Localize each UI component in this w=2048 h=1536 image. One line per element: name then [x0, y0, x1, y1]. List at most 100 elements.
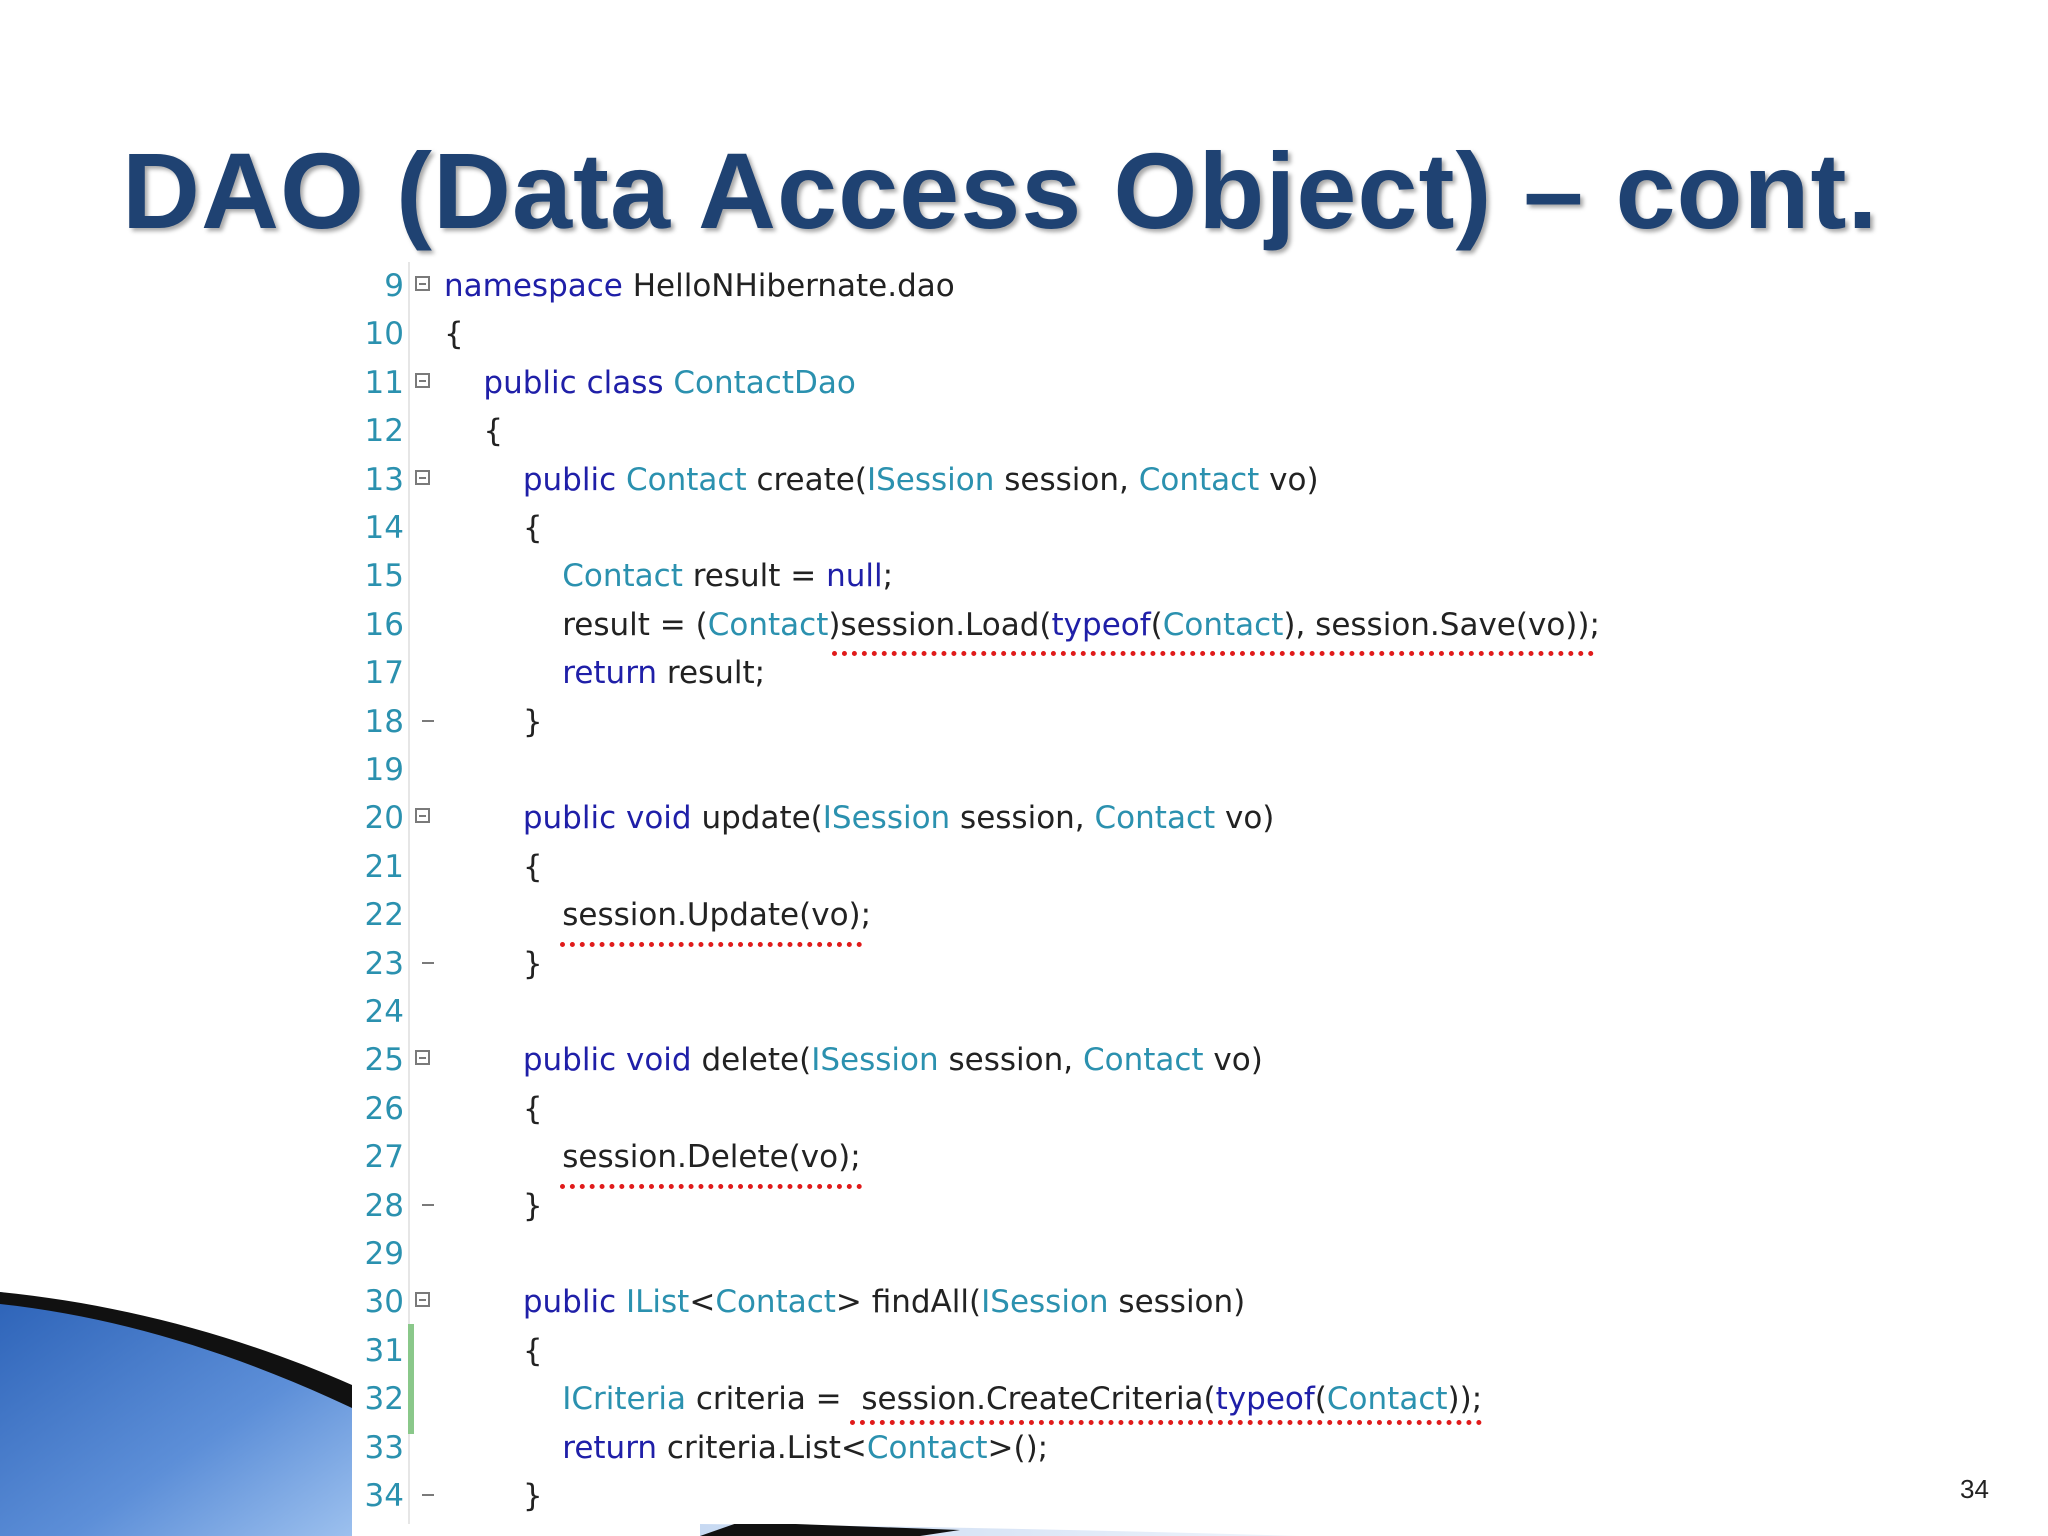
- code-line: 31 {: [352, 1327, 1830, 1375]
- highlight-underline-create-criteria: [850, 1420, 1482, 1425]
- code-token: }: [444, 945, 543, 982]
- code-token: {: [444, 1332, 543, 1369]
- line-number: 31: [364, 1332, 404, 1369]
- line-number: 25: [364, 1042, 404, 1079]
- line-number: 29: [364, 1236, 404, 1272]
- code-line: 30 public IList<Contact> findAll(ISessio…: [352, 1278, 1830, 1326]
- line-number: 24: [364, 994, 404, 1030]
- line-number: 16: [364, 606, 404, 643]
- type-token: ISession: [811, 1042, 939, 1079]
- keyword-token: return: [562, 655, 658, 692]
- slide-title: DAO (Data Access Object) – cont.: [122, 130, 1879, 251]
- code-token: {: [444, 510, 543, 546]
- code-line: 28 }: [352, 1182, 1830, 1230]
- code-token: [444, 462, 523, 498]
- line-number: 34: [364, 1478, 404, 1514]
- collapse-icon[interactable]: [415, 372, 430, 388]
- code-text: return criteria.List<Contact>();: [444, 1424, 1048, 1472]
- line-number: 14: [364, 510, 404, 546]
- code-line: 20 public void update(ISession session, …: [352, 794, 1830, 842]
- line-number: 33: [364, 1429, 404, 1466]
- line-number: 15: [364, 558, 404, 595]
- line-number: 13: [364, 461, 404, 498]
- code-token: <: [689, 1284, 716, 1321]
- gutter-divider: [408, 262, 410, 1524]
- code-line: 32 ICriteria criteria = session.CreateCr…: [352, 1375, 1830, 1423]
- code-token: update(: [691, 800, 823, 837]
- code-line: 26 {: [352, 1085, 1830, 1133]
- keyword-token: typeof: [1215, 1381, 1315, 1418]
- code-text: result = (Contact)session.Load(typeof(Co…: [444, 601, 1600, 649]
- code-token: result =: [682, 558, 827, 595]
- code-token: [444, 655, 562, 691]
- keyword-token: class: [586, 364, 664, 401]
- type-token: IList: [625, 1284, 690, 1321]
- type-token: Contact: [1094, 800, 1216, 837]
- code-token: [444, 558, 562, 594]
- keyword-token: public: [522, 1042, 617, 1079]
- code-line: 10 {: [352, 310, 1830, 358]
- code-token: result = (: [444, 606, 708, 643]
- code-token: }: [444, 1478, 543, 1514]
- code-token: ;: [882, 558, 894, 595]
- collapse-icon[interactable]: [415, 276, 430, 291]
- code-text: ICriteria criteria = session.CreateCrite…: [444, 1375, 1482, 1423]
- code-token: session): [1108, 1284, 1246, 1321]
- line-number: 22: [364, 897, 404, 934]
- line-number: 32: [364, 1381, 404, 1418]
- code-token: [616, 462, 626, 498]
- code-text: public void update(ISession session, Con…: [444, 794, 1275, 842]
- code-line: 18 }: [352, 698, 1830, 746]
- line-number: 28: [364, 1187, 404, 1224]
- code-text: }: [444, 1472, 543, 1520]
- code-token: {: [444, 316, 464, 353]
- code-line: 29: [352, 1230, 1830, 1278]
- code-line: 27 session.Delete(vo);: [352, 1133, 1830, 1181]
- code-token: (: [1314, 1381, 1327, 1418]
- code-line: 16 result = (Contact)session.Load(typeof…: [352, 601, 1830, 649]
- code-line: 14 {: [352, 504, 1830, 552]
- keyword-token: public: [522, 461, 617, 498]
- code-text: namespace HelloNHibernate.dao: [444, 262, 955, 310]
- code-text: Contact result = null;: [444, 552, 893, 600]
- collapse-icon[interactable]: [415, 808, 430, 824]
- type-token: Contact: [715, 1284, 836, 1321]
- line-number: 10: [364, 316, 404, 353]
- code-text: {: [444, 843, 543, 891]
- code-text: }: [444, 698, 543, 746]
- line-number: 9: [384, 268, 404, 304]
- code-text: session.Update(vo);: [444, 891, 871, 939]
- code-text: session.Delete(vo);: [444, 1133, 861, 1181]
- fold-end-marker: [422, 1494, 434, 1496]
- code-token: [444, 1430, 562, 1466]
- type-token: ISession: [866, 461, 995, 498]
- type-token: ISession: [822, 800, 951, 837]
- collapse-icon[interactable]: [415, 1050, 430, 1066]
- code-text: {: [444, 310, 464, 358]
- highlight-underline-load-save: [832, 651, 1594, 656]
- type-token: Contact: [1326, 1381, 1448, 1418]
- code-line: 17 return result;: [352, 649, 1830, 697]
- type-token: ICriteria: [562, 1381, 686, 1418]
- code-token: (: [1150, 606, 1163, 643]
- collapse-icon[interactable]: [415, 1292, 430, 1308]
- code-line: 34 }: [352, 1472, 1830, 1520]
- code-line: 21 {: [352, 843, 1830, 891]
- code-token: result;: [657, 655, 766, 692]
- code-token: [616, 1042, 626, 1078]
- code-token: vo): [1203, 1042, 1263, 1079]
- code-token: criteria.List<: [657, 1429, 867, 1466]
- code-text: public Contact create(ISession session, …: [444, 456, 1319, 504]
- code-text: public void delete(ISession session, Con…: [444, 1036, 1263, 1084]
- code-token: [664, 365, 674, 401]
- type-token: Contact: [562, 558, 683, 595]
- code-text: {: [444, 1327, 543, 1375]
- code-token: {: [444, 848, 543, 885]
- line-number: 17: [364, 655, 404, 692]
- code-token: session.Delete(vo);: [444, 1139, 861, 1176]
- code-token: delete(: [691, 1042, 812, 1079]
- collapse-icon[interactable]: [415, 469, 430, 485]
- code-line: 19: [352, 746, 1830, 794]
- keyword-token: return: [562, 1429, 658, 1466]
